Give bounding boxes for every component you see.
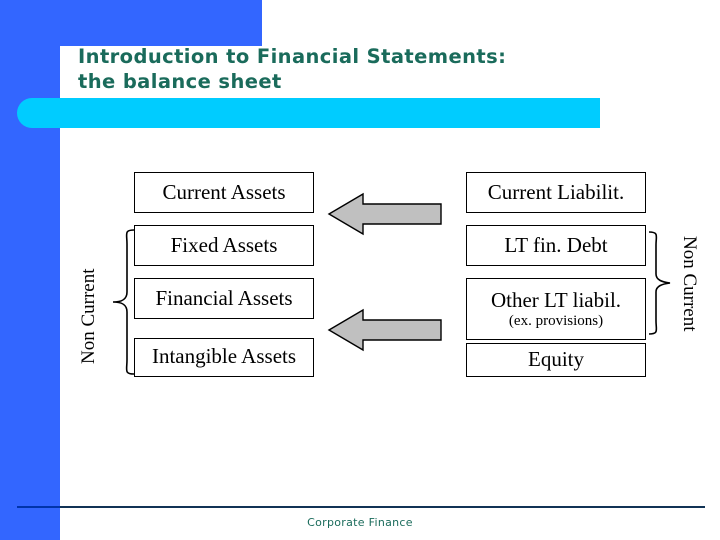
liability-box-current-liabilities[interactable]: Current Liabilit.: [466, 172, 646, 213]
liability-box-current-liabilities-label: Current Liabilit.: [487, 179, 625, 204]
slide-title: Introduction to Financial Statements: th…: [78, 45, 507, 93]
right-brace-icon: [648, 231, 671, 335]
decor-left-blue-bar: [0, 0, 60, 540]
asset-box-fixed-assets[interactable]: Fixed Assets: [134, 225, 314, 266]
footer-rule-accent: [17, 506, 60, 508]
footer-rule: [17, 506, 705, 508]
decor-cyan-accent-bar: [17, 98, 600, 128]
footer-label: Corporate Finance: [307, 516, 413, 529]
asset-box-intangible-assets-label: Intangible Assets: [151, 344, 297, 368]
liability-box-equity-label: Equity: [528, 347, 584, 372]
liability-box-other-lt-liabilities[interactable]: Other LT liabil. (ex. provisions): [466, 278, 646, 340]
left-brace-icon: [112, 229, 135, 375]
right-axis-label-non-current: Non Current: [679, 236, 700, 332]
decor-top-blue-block: [0, 0, 262, 46]
asset-box-financial-assets[interactable]: Financial Assets: [134, 278, 314, 319]
arrow-noncurrent-icon: [327, 308, 442, 352]
liability-box-lt-fin-debt[interactable]: LT fin. Debt: [466, 225, 646, 266]
left-axis-label-non-current: Non Current: [78, 268, 99, 364]
asset-box-intangible-assets[interactable]: Intangible Assets: [134, 338, 314, 377]
asset-box-current-assets-label: Current Assets: [162, 179, 286, 204]
asset-box-current-assets[interactable]: Current Assets: [134, 172, 314, 213]
liability-box-equity[interactable]: Equity: [466, 343, 646, 377]
liability-box-lt-fin-debt-label: LT fin. Debt: [504, 232, 608, 257]
arrow-current-icon: [327, 192, 442, 236]
liability-box-other-lt-liabilities-sublabel: (ex. provisions): [508, 312, 604, 329]
asset-box-financial-assets-label: Financial Assets: [155, 285, 293, 310]
asset-box-fixed-assets-label: Fixed Assets: [170, 232, 278, 257]
liability-box-other-lt-liabilities-label: Other LT liabil.: [490, 287, 622, 312]
